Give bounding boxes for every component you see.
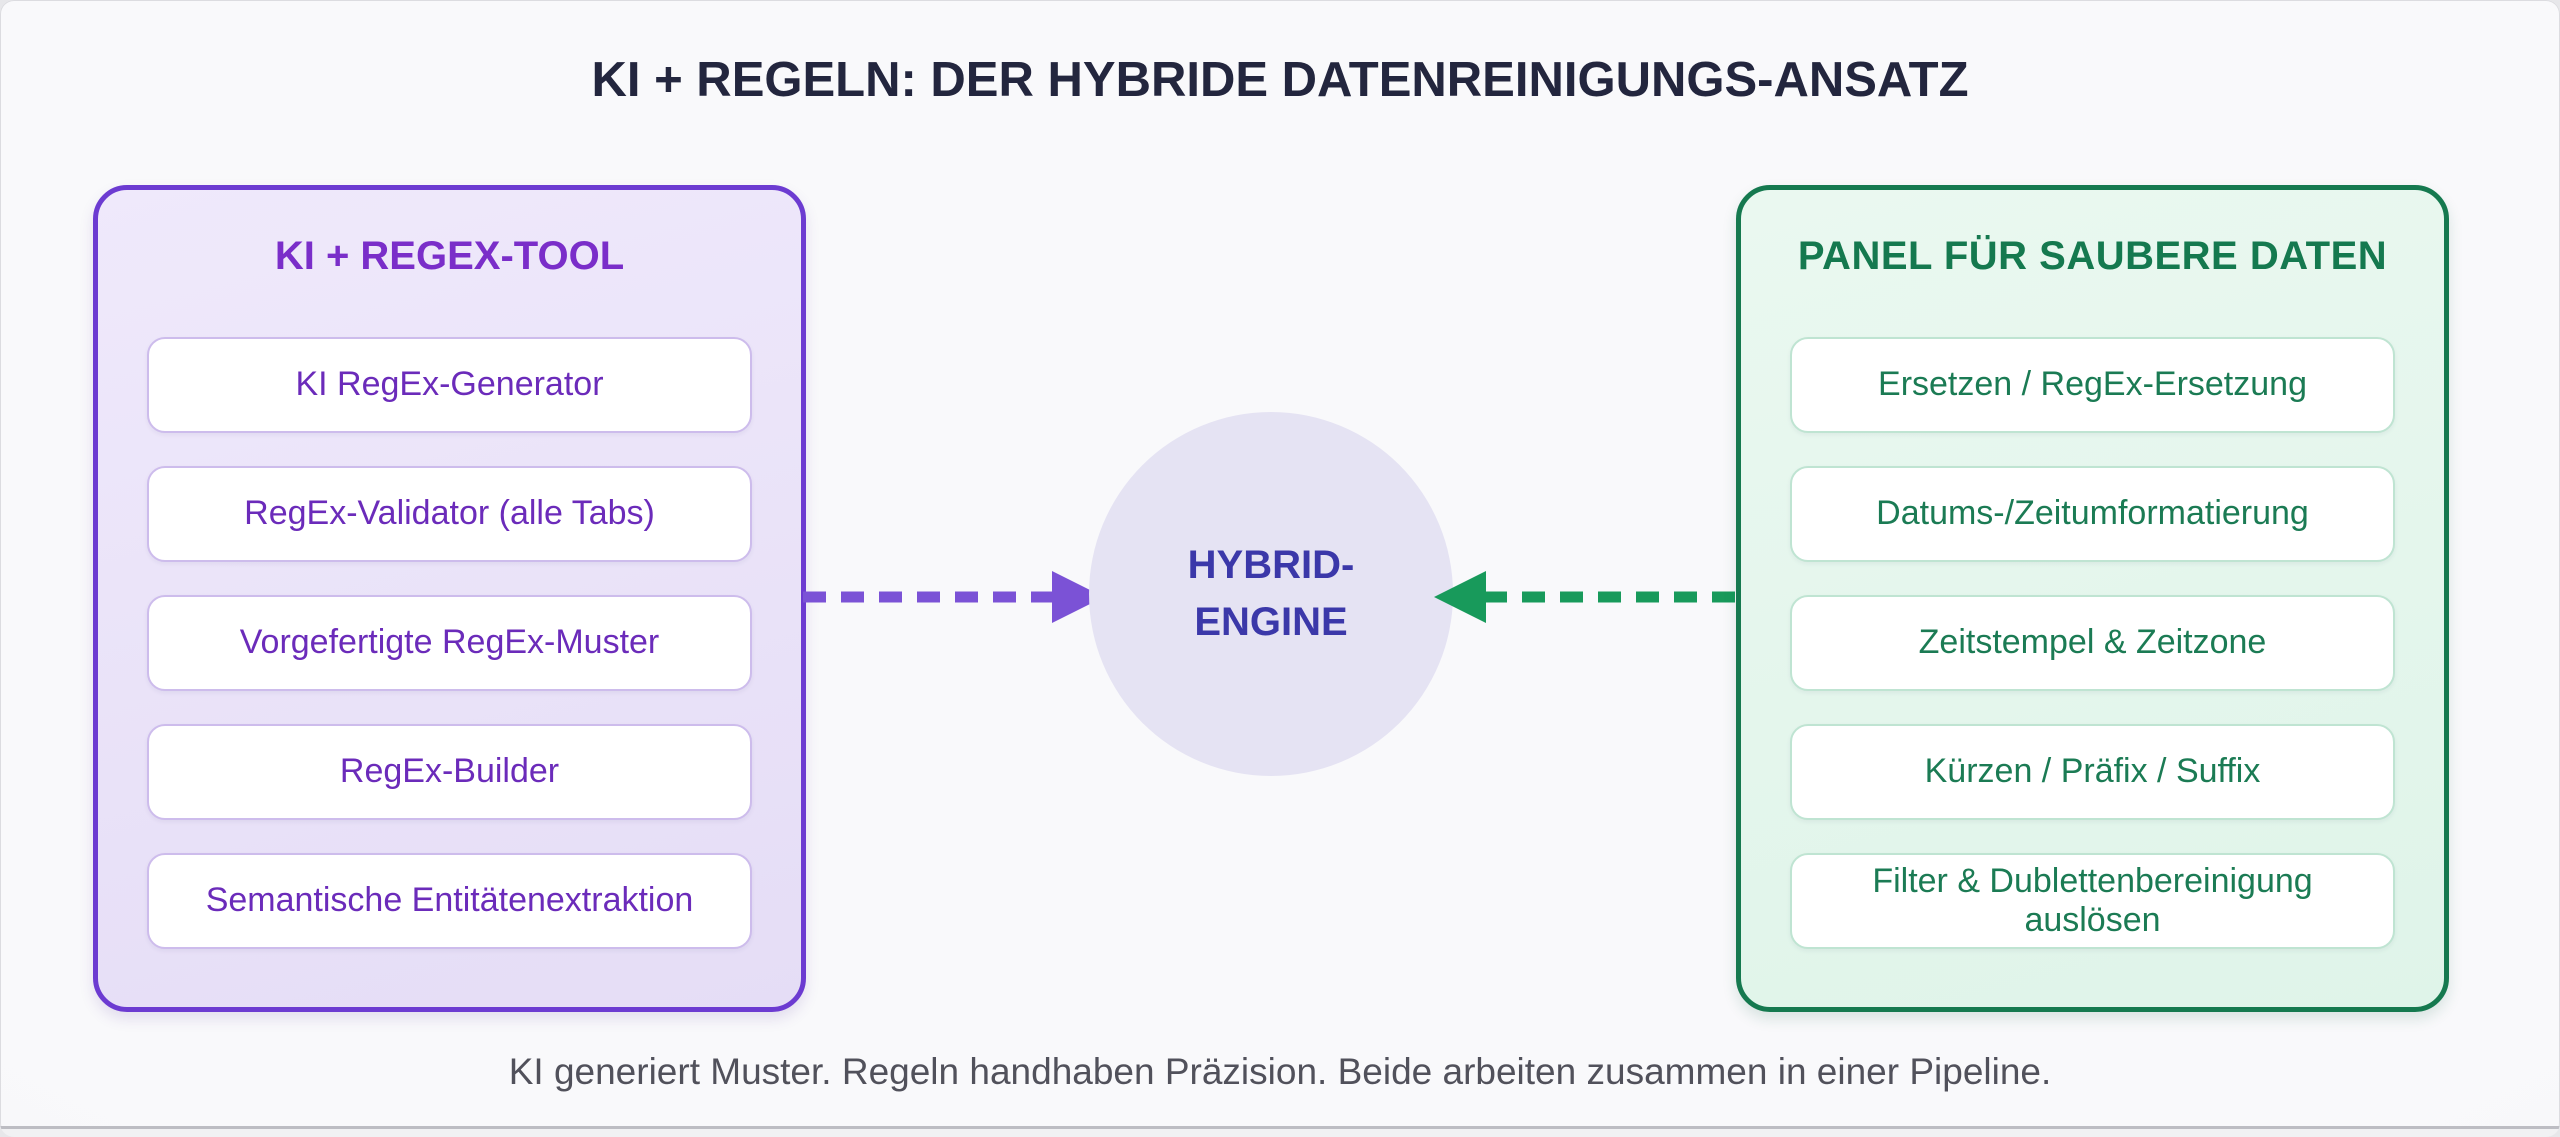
right-panel-item: Datums-/Zeitumformatierung xyxy=(1790,466,2395,562)
arrow-head xyxy=(1434,571,1486,623)
engine-label-line1: HYBRID- xyxy=(1187,543,1355,587)
dashed-arrow-left-to-engine xyxy=(803,571,1104,623)
left-panel-item: RegEx-Builder xyxy=(147,724,752,820)
right-panel-card-list: Ersetzen / RegEx-Ersetzung Datums-/Zeitu… xyxy=(1790,337,2395,982)
left-panel-card-list: KI RegEx-Generator RegEx-Validator (alle… xyxy=(147,337,752,982)
left-panel-item: Vorgefertigte RegEx-Muster xyxy=(147,595,752,691)
bottom-edge-divider xyxy=(0,1126,2560,1137)
engine-label-line2: ENGINE xyxy=(1194,600,1348,644)
ki-regex-tool-panel: KI + REGEX-TOOL KI RegEx-Generator RegEx… xyxy=(93,185,806,1012)
left-panel-title: KI + REGEX-TOOL xyxy=(274,234,625,278)
right-panel-item: Kürzen / Präfix / Suffix xyxy=(1790,724,2395,820)
page-title: KI + REGELN: DER HYBRIDE DATENREINIGUNGS… xyxy=(591,53,1969,107)
clean-data-panel: PANEL FÜR SAUBERE DATEN Ersetzen / RegEx… xyxy=(1736,185,2449,1012)
left-panel-item: Semantische Entitätenextraktion xyxy=(147,853,752,949)
footer-caption: KI generiert Muster. Regeln handhaben Pr… xyxy=(508,1051,2052,1092)
right-panel-item: Zeitstempel & Zeitzone xyxy=(1790,595,2395,691)
right-panel-item: Filter & Dublettenbereinigung auslösen xyxy=(1790,853,2395,949)
right-panel-item: Ersetzen / RegEx-Ersetzung xyxy=(1790,337,2395,433)
left-panel-item: RegEx-Validator (alle Tabs) xyxy=(147,466,752,562)
arrow-head xyxy=(1052,571,1104,623)
dashed-arrow-right-to-engine xyxy=(1434,571,1735,623)
right-panel-title: PANEL FÜR SAUBERE DATEN xyxy=(1797,234,2388,278)
hybrid-engine-circle: HYBRID- ENGINE xyxy=(1089,412,1453,776)
left-panel-item: KI RegEx-Generator xyxy=(147,337,752,433)
